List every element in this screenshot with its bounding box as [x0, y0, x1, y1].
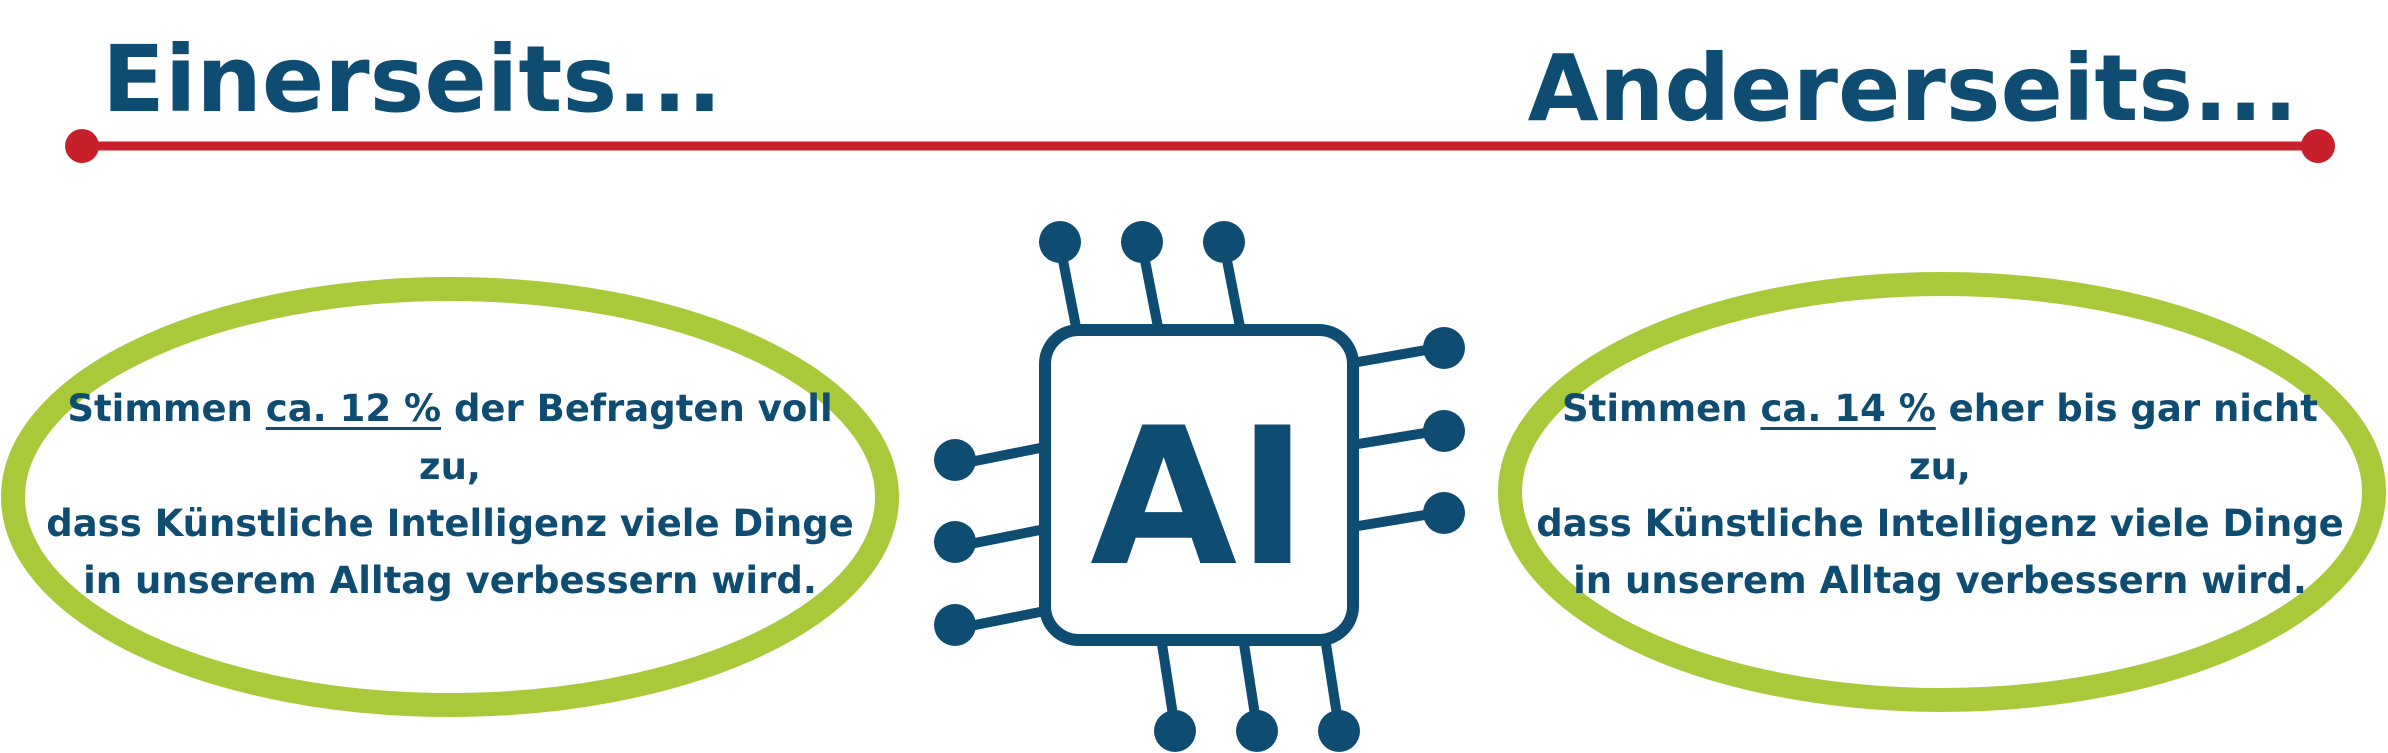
timeline-dot-right — [2301, 129, 2335, 163]
heading-left: Einerseits... — [102, 26, 722, 133]
statement-right-line1: eher bis gar nicht zu, — [1909, 387, 2318, 488]
statement-left: Stimmen ca. 12 % der Befragten voll zu, … — [40, 387, 860, 602]
ellipse-right — [1498, 272, 2386, 712]
chip-label: AI — [1090, 387, 1308, 608]
statement-left-line1: der Befragten voll zu, — [419, 387, 833, 488]
statement-left-prefix: Stimmen — [67, 387, 266, 431]
statement-right-stat: ca. 14 % — [1760, 387, 1936, 431]
timeline-dot-left — [65, 129, 99, 163]
statement-left-line3: in unserem Alltag verbessern wird. — [83, 559, 817, 603]
statement-right: Stimmen ca. 14 % eher bis gar nicht zu, … — [1530, 387, 2350, 602]
statement-right-line3: in unserem Alltag verbessern wird. — [1573, 559, 2307, 603]
chip-pin-heads — [934, 221, 1465, 752]
ellipse-left — [1, 277, 899, 717]
statement-left-line2: dass Künstliche Intelligenz viele Dinge — [46, 502, 854, 545]
statement-right-prefix: Stimmen — [1562, 387, 1761, 431]
heading-right: Andererseits... — [1527, 35, 2298, 142]
statement-left-stat: ca. 12 % — [265, 387, 442, 431]
statement-right-line2: dass Künstliche Intelligenz viele Dinge — [1536, 502, 2344, 545]
